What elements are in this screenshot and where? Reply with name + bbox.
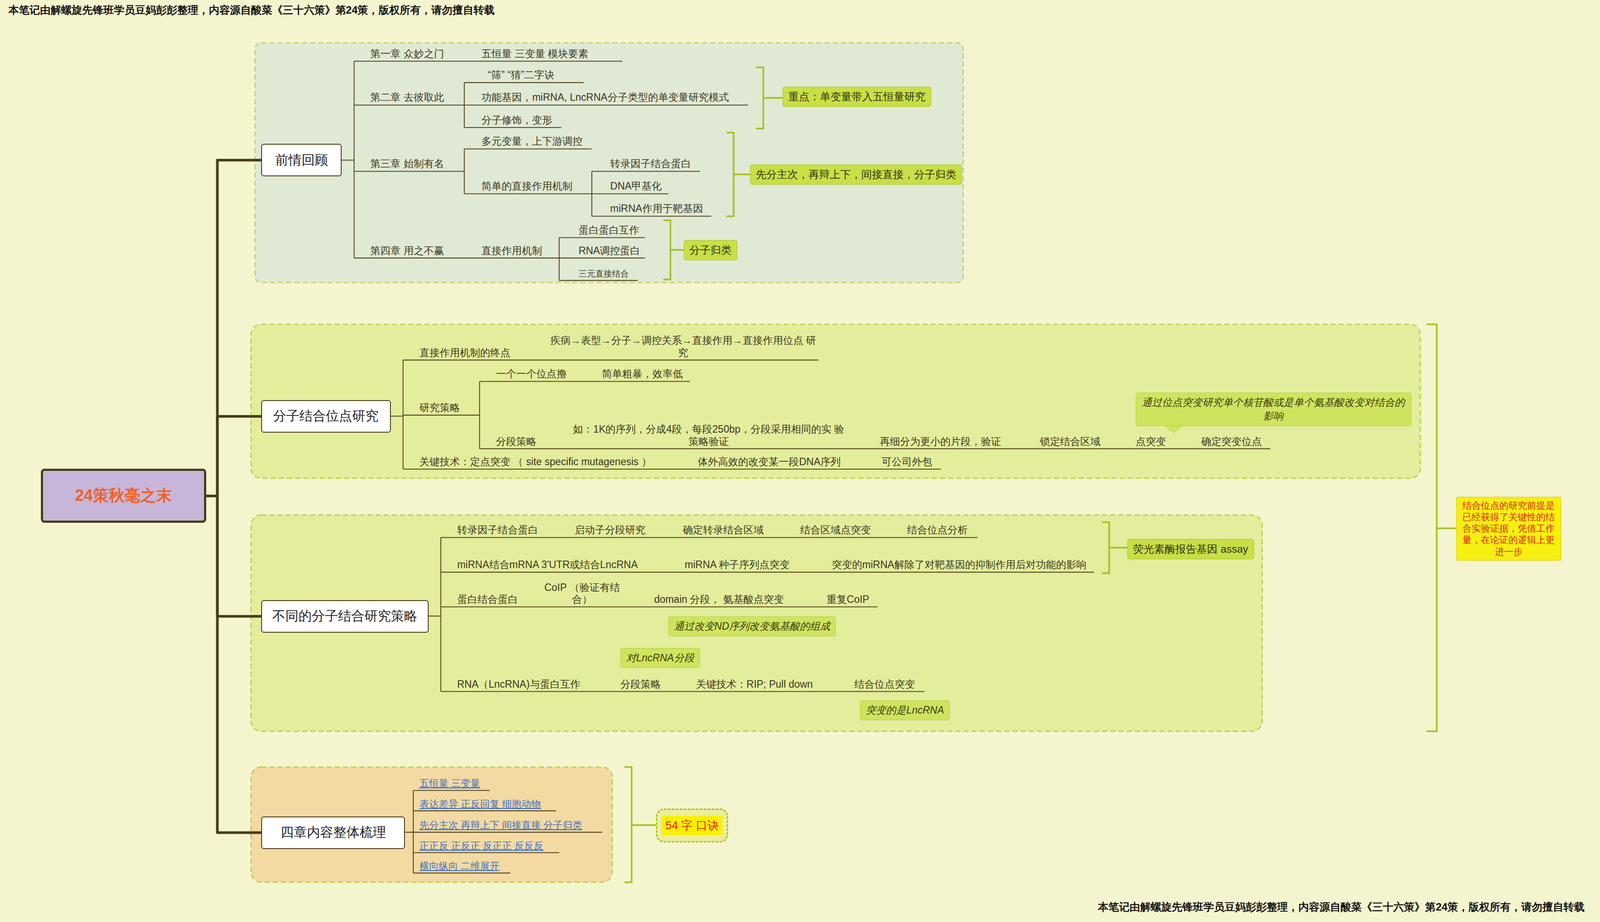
branch-topic: 点突变 (1135, 435, 1167, 449)
branch-topic: 五恒量 三变量 模块要素 (481, 47, 589, 61)
branch-topic: 功能基因，miRNA, LncRNA分子类型的单变量研究模式 (481, 91, 729, 104)
chapter-topic: 第二章 去彼取此 (370, 91, 444, 104)
branch-topic: 转录因子结合蛋白 (457, 524, 539, 537)
node-text: 突变的是LncRNA (865, 703, 944, 718)
branch-lines (404, 790, 602, 874)
node-text: 先分主次，再辩上下，间接直接，分子归类 (755, 167, 957, 182)
region-band (251, 766, 613, 883)
node-text: 重点：单变量带入五恒量研究 (788, 89, 926, 104)
mnemonic-box: 54 字 口诀 (656, 808, 728, 843)
branch-topic: 一个一个位点撸 (495, 368, 567, 381)
node-text: 24策秋毫之末 (75, 484, 172, 507)
branch-topic: 直接作用机制的终点 (419, 346, 511, 360)
branch-topic: 三元直接结合 (578, 269, 629, 280)
node-text: 通过改变ND序列改变氨基酸的组成 (674, 619, 831, 634)
branch-topic: 确定转录结合区域 (682, 524, 764, 537)
branch-lines (428, 537, 1094, 692)
node-text: 分子结合位点研究 (273, 407, 379, 426)
chapter-topic: 第三章 始制有名 (370, 157, 444, 171)
branch-topic: 结合位点突变 (854, 678, 915, 691)
node-text: 结合位点的研究前提是已经获得了关键性的结合实验证据，凭借工作量，在论证的逻辑上更… (1460, 499, 1558, 558)
central-topic: 24策秋毫之末 (40, 468, 207, 523)
topic-box: 分子结合位点研究 (261, 400, 391, 433)
branch-topic: “筛” “猜”二字诀 (487, 69, 555, 82)
branch-topic: 再细分为更小的片段，验证 (879, 435, 1002, 449)
branch-topic: 分段策略 (495, 435, 537, 449)
note-box: 结合位点的研究前提是已经获得了关键性的结合实验证据，凭借工作量，在论证的逻辑上更… (1456, 496, 1562, 561)
node-text: 不同的分子结合研究策略 (272, 607, 418, 626)
callout-box: 荧光素酶报告基因 assay (1127, 539, 1254, 560)
branch-topic: domain 分段， 氨基酸点突变 (654, 593, 784, 606)
branch-topic: 蛋白结合蛋白 (457, 593, 518, 606)
branch-topic: 结合区域点突变 (800, 524, 872, 537)
mnemonic-line: 五恒量 三变量 (419, 777, 481, 790)
callout-box: 通过位点突变研究单个核苷酸或是单个氨基酸改变对结合的影响 (1135, 392, 1412, 427)
bracket (624, 67, 1456, 883)
node-text: 荧光素酶报告基因 assay (1133, 542, 1248, 557)
branch-topic: 疾病→表型→分子→调控关系→直接作用→直接作用位点 研究 (547, 334, 819, 359)
callout-box: 突变的是LncRNA (860, 700, 950, 721)
copyright-note: 本笔记由解螺旋先锋班学员豆妈彭彭整理，内容源自酸菜《三十六策》第24策，版权所有… (8, 3, 496, 17)
branch-topic: 多元变量，上下游调控 (481, 135, 583, 148)
copyright-note: 本笔记由解螺旋先锋班学员豆妈彭彭整理，内容源自酸菜《三十六策》第24策，版权所有… (1097, 900, 1585, 914)
topic-box: 前情回顾 (261, 143, 342, 177)
branch-topic: 突变的miRNA解除了对靶基因的抑制作用后对功能的影响 (828, 558, 1090, 572)
branch-topic: 启动子分段研究 (574, 524, 646, 537)
branch-topic: CoIP （验证有结合） (543, 581, 621, 606)
callout-box: 对LncRNA分段 (620, 648, 700, 668)
chapter-topic: 第一章 众妙之门 (370, 47, 444, 61)
mnemonic-line: 先分主次 再辩上下 间接直接 分子归类 (419, 819, 583, 831)
branch-topic: 结合位点分析 (907, 524, 968, 537)
topic-box: 不同的分子结合研究策略 (261, 600, 429, 633)
branch-topic: 锁定结合区域 (1039, 435, 1101, 449)
branch-topic: 分子修饰，变形 (481, 114, 553, 127)
branch-connector (206, 495, 262, 617)
mnemonic-line: 横向纵向 二维展开 (419, 860, 500, 872)
branch-topic: 如：1K的序列，分成4段，每段250bp，分段采用相同的实 验策略验证 (568, 423, 850, 448)
branch-topic: miRNA作用于靶基因 (610, 202, 704, 216)
mnemonic-line: 表达差异 正反回复 细胞动物 (419, 798, 541, 810)
mnemonic-line: 正正反 正反正 反正正 反反反 (419, 840, 544, 852)
callout-box: 通过改变ND序列改变氨基酸的组成 (668, 616, 836, 637)
branch-connector (206, 495, 262, 833)
branch-lines (341, 61, 748, 281)
branch-topic: RNA调控蛋白 (578, 244, 641, 258)
branch-topic: 转录因子结合蛋白 (610, 157, 692, 171)
branch-topic: 关键技术：定点突变 （ site specific mutagenesis ） (419, 455, 652, 469)
branch-connector (206, 160, 262, 496)
node-text: 对LncRNA分段 (626, 651, 695, 665)
branch-topic: 简单的直接作用机制 (481, 180, 573, 193)
callout-box: 分子归类 (683, 240, 738, 261)
branch-topic: 可公司外包 (881, 455, 933, 469)
node-text: 分子归类 (689, 243, 732, 258)
node-text: 通过位点突变研究单个核苷酸或是单个氨基酸改变对结合的影响 (1141, 395, 1406, 423)
region-band (255, 42, 964, 283)
callout-box: 重点：单变量带入五恒量研究 (782, 86, 932, 107)
branch-connector (206, 416, 262, 496)
branch-topic: 研究策略 (419, 401, 460, 415)
callout-box: 先分主次，再辩上下，间接直接，分子归类 (750, 164, 963, 185)
branch-topic: 直接作用机制 (481, 244, 543, 258)
branch-topic: RNA（LncRNA)与蛋白互作 (457, 678, 581, 691)
branch-topic: miRNA结合mRNA 3'UTR或结合LncRNA (457, 558, 638, 572)
branch-topic: miRNA 种子序列点突变 (684, 558, 790, 572)
branch-topic: 分段策略 (620, 678, 661, 691)
branch-topic: 蛋白蛋白互作 (578, 224, 640, 237)
branch-topic: 重复CoIP (826, 593, 870, 606)
branch-topic: 确定突变位点 (1201, 435, 1262, 449)
node-text: 前情回顾 (275, 151, 329, 170)
branch-topic: 关键技术：RIP; Pull down (696, 678, 813, 691)
region-band (251, 324, 1421, 479)
branch-topic: 简单粗暴，效率低 (601, 368, 683, 381)
topic-box: 四章内容整体梳理 (261, 816, 405, 850)
branch-topic: 体外高效的改变某一段DNA序列 (697, 455, 841, 469)
branch-topic: DNA甲基化 (610, 180, 663, 193)
chapter-topic: 第四章 用之不赢 (370, 244, 444, 258)
node-text: 54 字 口诀 (661, 816, 722, 835)
node-text: 四章内容整体梳理 (280, 823, 387, 842)
